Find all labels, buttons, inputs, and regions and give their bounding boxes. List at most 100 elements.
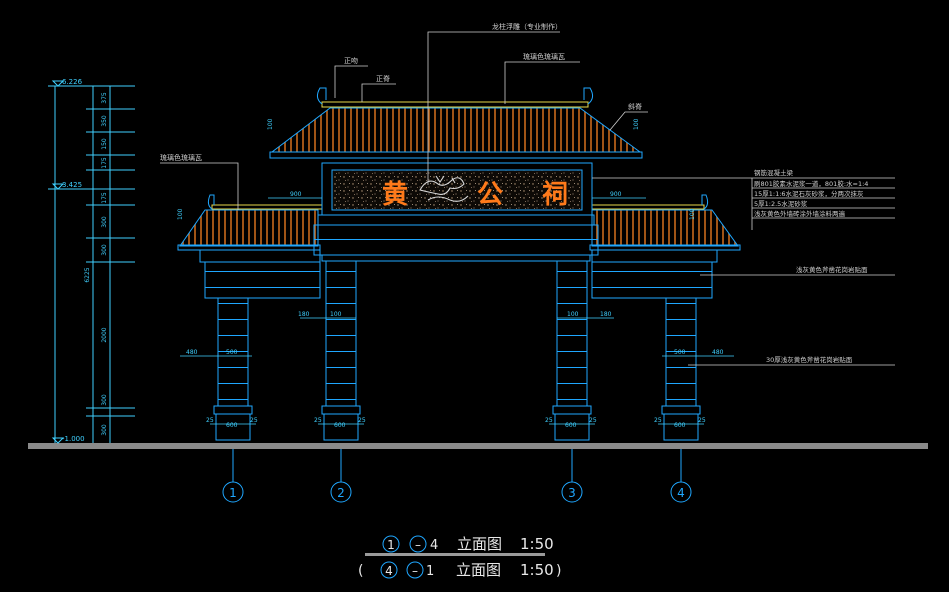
axis-bubble-2: 2 bbox=[330, 481, 352, 503]
svg-text:4: 4 bbox=[430, 538, 438, 553]
small-dim-lines bbox=[180, 197, 734, 425]
right-side-panel bbox=[591, 261, 713, 299]
column-note-lower: 30厚浅灰黄色斧凿花岗岩贴面 bbox=[766, 355, 853, 364]
svg-text:25: 25 bbox=[206, 417, 214, 424]
svg-text:25: 25 bbox=[358, 417, 366, 424]
svg-text:500: 500 bbox=[674, 349, 686, 356]
svg-text:900: 900 bbox=[610, 191, 622, 198]
svg-text:6225: 6225 bbox=[84, 267, 91, 282]
elev-ground: -1.000 bbox=[62, 435, 85, 443]
svg-text:25: 25 bbox=[250, 417, 258, 424]
callout-ridge: 正吻 bbox=[344, 56, 358, 65]
svg-text:600: 600 bbox=[334, 422, 346, 429]
svg-text:180: 180 bbox=[298, 311, 310, 318]
svg-text:180: 180 bbox=[600, 311, 612, 318]
svg-text:600: 600 bbox=[674, 422, 686, 429]
column-note-upper: 浅灰黄色斧凿花岗岩贴面 bbox=[796, 265, 868, 274]
title-row-2: ( 4 – 1 立面图 1:50 ) bbox=[358, 561, 561, 579]
svg-text:300: 300 bbox=[101, 424, 108, 436]
svg-text:25: 25 bbox=[545, 417, 553, 424]
svg-text:25: 25 bbox=[698, 417, 706, 424]
spec-3: 15厚1:1:6水泥石灰砂浆，分两次抹灰 bbox=[754, 189, 864, 198]
dragon-carving bbox=[419, 175, 469, 202]
svg-text:25: 25 bbox=[314, 417, 322, 424]
callout-ridge-tile: 正脊 bbox=[376, 74, 390, 83]
title-row-1: 1 – 4 立面图 1:50 bbox=[382, 535, 554, 553]
lintel bbox=[313, 214, 599, 262]
axis-bubble-3: 3 bbox=[561, 481, 583, 503]
svg-text:1: 1 bbox=[387, 538, 395, 552]
elev-top: 6.226 bbox=[62, 78, 83, 86]
svg-text:300: 300 bbox=[101, 394, 108, 406]
main-roof bbox=[269, 87, 643, 159]
svg-text:(: ( bbox=[358, 563, 363, 579]
svg-text:600: 600 bbox=[565, 422, 577, 429]
column-2 bbox=[321, 260, 361, 441]
elevation-marks bbox=[51, 80, 65, 444]
axis-bubble-1: 1 bbox=[222, 481, 244, 503]
spec-4: 5厚1:2.5水泥砂浆 bbox=[754, 199, 808, 208]
svg-text:100: 100 bbox=[633, 118, 640, 130]
spec-leaders bbox=[592, 177, 895, 366]
spec-2: 刷801胶素水泥浆一道，801胶:水=1:4 bbox=[754, 179, 868, 188]
svg-text:4: 4 bbox=[677, 486, 685, 500]
small-dim-labels: 900 900 180 100 100 180 480 500 500 480 … bbox=[177, 118, 724, 429]
svg-text:100: 100 bbox=[567, 311, 579, 318]
callout-dragon: 龙柱浮雕（专业制作） bbox=[492, 22, 562, 31]
column-1 bbox=[213, 297, 253, 441]
column-3 bbox=[552, 260, 592, 441]
svg-text:1: 1 bbox=[426, 564, 434, 579]
svg-text:150: 150 bbox=[101, 138, 108, 150]
title-2-name: 立面图 bbox=[456, 561, 501, 579]
elev-mid: 3.425 bbox=[62, 181, 82, 189]
svg-text:300: 300 bbox=[101, 244, 108, 256]
svg-text:500: 500 bbox=[226, 349, 238, 356]
svg-text:100: 100 bbox=[330, 311, 342, 318]
svg-text:300: 300 bbox=[101, 216, 108, 228]
svg-text:375: 375 bbox=[101, 92, 108, 104]
plaque-char-2: 公 bbox=[477, 180, 503, 210]
left-side-panel bbox=[204, 261, 321, 299]
plaque bbox=[331, 169, 583, 211]
callout-leaders bbox=[160, 31, 648, 210]
title-underline bbox=[365, 553, 545, 556]
plaque-char-1: 黄 bbox=[382, 180, 408, 210]
svg-text:350: 350 bbox=[101, 115, 108, 127]
title-1-scale: 1:50 bbox=[520, 535, 554, 553]
left-side-roof bbox=[177, 194, 323, 263]
plaque-char-3: 祠 bbox=[542, 180, 568, 210]
svg-text:100: 100 bbox=[267, 118, 274, 130]
svg-text:25: 25 bbox=[654, 417, 662, 424]
left-dim-labels: 375 350 150 175 175 300 300 6225 2000 30… bbox=[84, 92, 108, 436]
svg-text:4: 4 bbox=[385, 564, 393, 578]
svg-text:): ) bbox=[556, 563, 561, 579]
svg-text:3: 3 bbox=[568, 486, 576, 500]
svg-text:–: – bbox=[412, 564, 418, 578]
axis-bubble-4: 4 bbox=[670, 481, 692, 503]
callout-corner-ridge: 斜脊 bbox=[628, 102, 642, 111]
svg-text:2: 2 bbox=[337, 486, 345, 500]
svg-text:1: 1 bbox=[229, 486, 237, 500]
svg-text:25: 25 bbox=[589, 417, 597, 424]
column-4 bbox=[661, 297, 701, 441]
callout-glazed-side: 琉璃色琉璃瓦 bbox=[160, 153, 202, 162]
spec-5: 浅灰黄色外墙砖涂外墙涂料两遍 bbox=[754, 209, 846, 218]
axis-lines bbox=[232, 449, 682, 482]
svg-text:–: – bbox=[415, 538, 421, 552]
svg-text:480: 480 bbox=[712, 349, 724, 356]
svg-text:175: 175 bbox=[101, 192, 108, 204]
left-dimension-chain bbox=[48, 85, 135, 443]
svg-text:900: 900 bbox=[290, 191, 302, 198]
spec-1: 钢筋混凝土梁 bbox=[754, 168, 794, 177]
svg-text:2000: 2000 bbox=[101, 327, 108, 342]
svg-text:480: 480 bbox=[186, 349, 198, 356]
svg-text:100: 100 bbox=[689, 208, 696, 220]
svg-text:600: 600 bbox=[226, 422, 238, 429]
title-2-scale: 1:50 bbox=[520, 561, 554, 579]
title-1-name: 立面图 bbox=[457, 535, 502, 553]
callout-glazed-top: 琉璃色琉璃瓦 bbox=[523, 52, 565, 61]
right-side-roof bbox=[589, 194, 741, 263]
ground-line bbox=[28, 443, 928, 449]
svg-text:175: 175 bbox=[101, 157, 108, 169]
